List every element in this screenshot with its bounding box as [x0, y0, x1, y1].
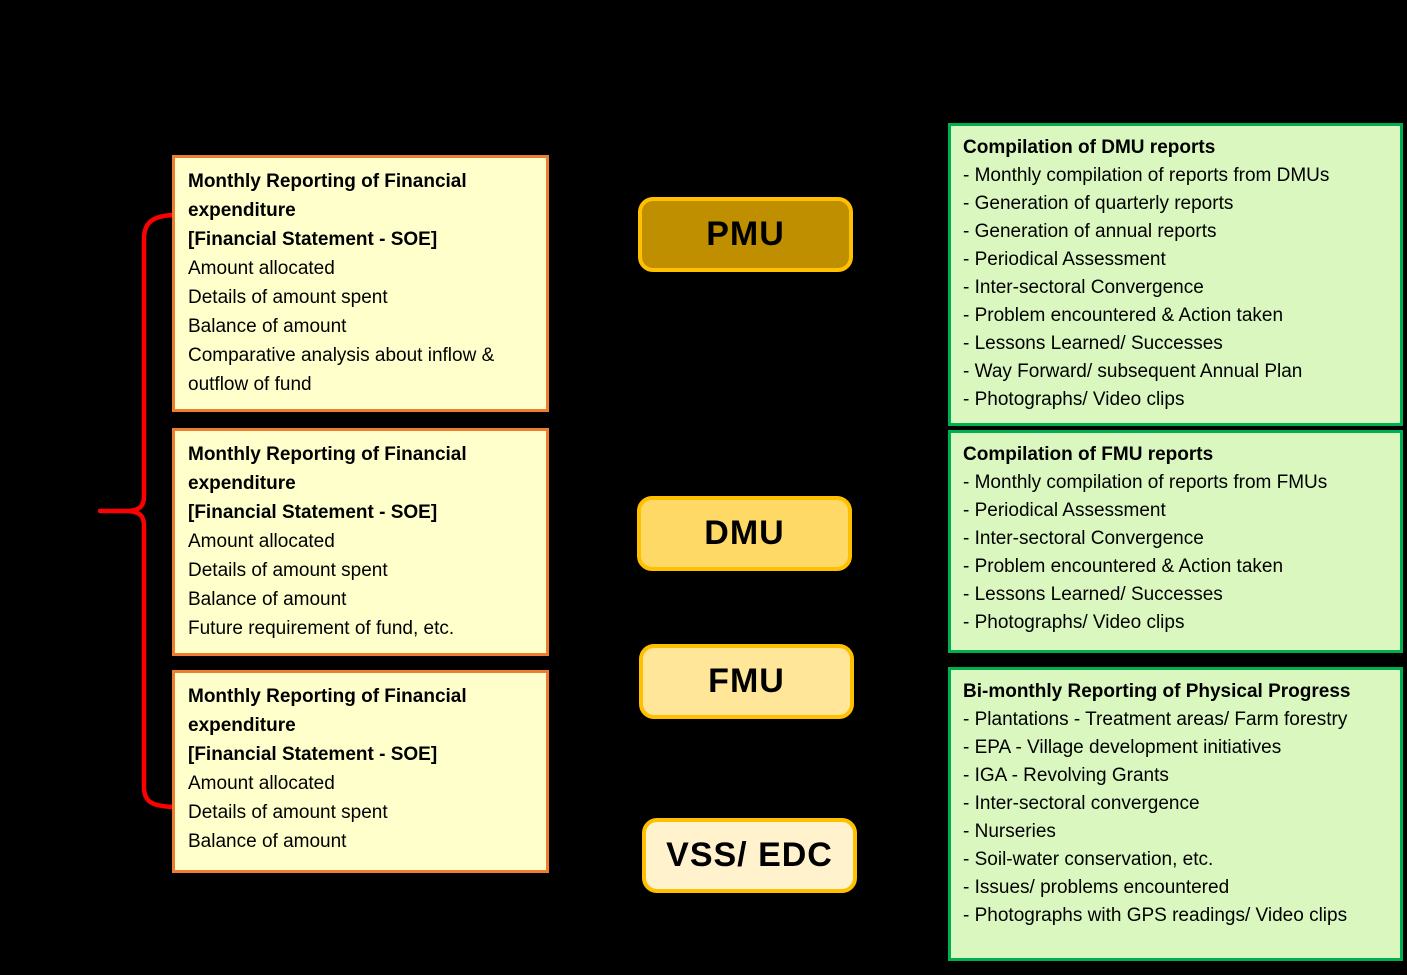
box-subheading: [Financial Statement - SOE] — [188, 744, 438, 765]
compilation-dmu-reports-box: Compilation of DMU reports - Monthly com… — [948, 123, 1403, 426]
report-item: - IGA - Revolving Grants — [963, 765, 1169, 786]
report-item: - Generation of quarterly reports — [963, 193, 1234, 214]
box-subheading: [Financial Statement - SOE] — [188, 229, 438, 250]
report-item: Details of amount spent — [188, 560, 388, 581]
node-fmu: FMU — [639, 644, 854, 719]
report-item: Amount allocated — [188, 258, 335, 279]
box-items: - Monthly compilation of reports from FM… — [963, 469, 1388, 637]
brace-path — [128, 212, 176, 810]
report-item: Amount allocated — [188, 773, 335, 794]
report-item: - Inter-sectoral convergence — [963, 793, 1200, 814]
report-item: - Problem encountered & Action taken — [963, 556, 1284, 577]
box-title: Compilation of FMU reports — [963, 444, 1214, 465]
box-title: Bi-monthly Reporting of Physical Progres… — [963, 681, 1351, 702]
compilation-fmu-reports-box: Compilation of FMU reports - Monthly com… — [948, 430, 1403, 653]
report-item: - Soil-water conservation, etc. — [963, 849, 1214, 870]
box-items: - Monthly compilation of reports from DM… — [963, 162, 1388, 414]
box-heading: Monthly Reporting of Financial expenditu… — [188, 171, 467, 221]
report-item: - Way Forward/ subsequent Annual Plan — [963, 361, 1303, 382]
report-item: Balance of amount — [188, 589, 347, 610]
report-item: Details of amount spent — [188, 802, 388, 823]
report-item: - Periodical Assessment — [963, 249, 1166, 270]
report-item: - Monthly compilation of reports from FM… — [963, 472, 1328, 493]
report-item: - Lessons Learned/ Successes — [963, 584, 1223, 605]
report-item: - Photographs with GPS readings/ Video c… — [963, 905, 1348, 926]
node-label: PMU — [706, 215, 785, 253]
node-label: VSS/ EDC — [666, 836, 833, 874]
box-subheading: [Financial Statement - SOE] — [188, 502, 438, 523]
node-label: FMU — [708, 662, 785, 700]
box-heading: Monthly Reporting of Financial expenditu… — [188, 686, 467, 736]
report-item: Balance of amount — [188, 831, 347, 852]
report-item: - Issues/ problems encountered — [963, 877, 1230, 898]
box-title: Compilation of DMU reports — [963, 137, 1216, 158]
node-pmu: PMU — [638, 197, 853, 272]
financial-report-box-dmu: Monthly Reporting of Financial expenditu… — [172, 428, 549, 656]
report-item: Comparative analysis about inflow & outf… — [188, 345, 495, 395]
report-item: - Lessons Learned/ Successes — [963, 333, 1223, 354]
report-item: - Inter-sectoral Convergence — [963, 277, 1204, 298]
report-item: - Monthly compilation of reports from DM… — [963, 165, 1330, 186]
report-item: - Periodical Assessment — [963, 500, 1166, 521]
node-label: DMU — [704, 514, 785, 552]
report-item: Balance of amount — [188, 316, 347, 337]
report-item: - EPA - Village development initiatives — [963, 737, 1282, 758]
box-heading: Monthly Reporting of Financial expenditu… — [188, 444, 467, 494]
box-items: - Plantations - Treatment areas/ Farm fo… — [963, 706, 1388, 930]
report-item: Details of amount spent — [188, 287, 388, 308]
report-item: - Inter-sectoral Convergence — [963, 528, 1204, 549]
financial-report-box-fmu: Monthly Reporting of Financial expenditu… — [172, 670, 549, 873]
physical-progress-reporting-box: Bi-monthly Reporting of Physical Progres… — [948, 667, 1403, 961]
node-dmu: DMU — [637, 496, 852, 571]
report-item: Amount allocated — [188, 531, 335, 552]
report-item: Future requirement of fund, etc. — [188, 618, 455, 639]
report-item: - Plantations - Treatment areas/ Farm fo… — [963, 709, 1348, 730]
report-item: - Nurseries — [963, 821, 1056, 842]
financial-report-box-pmu: Monthly Reporting of Financial expenditu… — [172, 155, 549, 412]
report-item: - Generation of annual reports — [963, 221, 1217, 242]
node-vss-edc: VSS/ EDC — [642, 818, 857, 893]
report-item: - Problem encountered & Action taken — [963, 305, 1284, 326]
report-item: - Photographs/ Video clips — [963, 612, 1185, 633]
report-item: - Photographs/ Video clips — [963, 389, 1185, 410]
